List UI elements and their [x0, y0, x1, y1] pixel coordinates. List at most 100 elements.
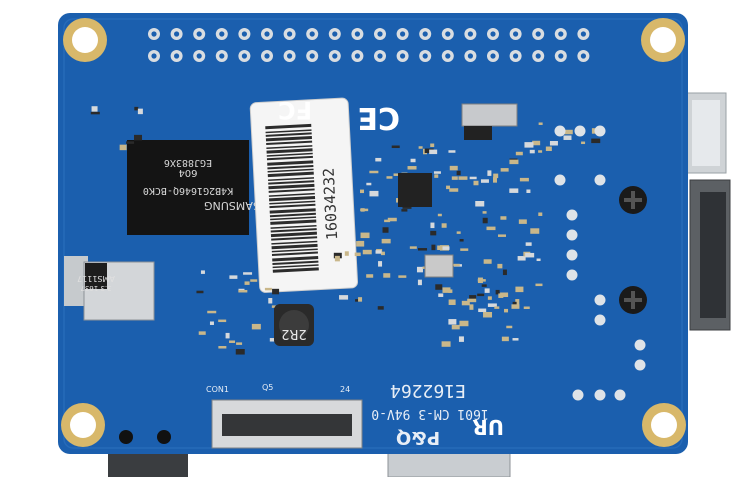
- smd-part: [441, 341, 451, 347]
- smd-part: [456, 170, 461, 176]
- smd-part: [381, 238, 391, 244]
- smd-part: [435, 284, 443, 290]
- smd-part: [375, 250, 382, 254]
- screw: [619, 186, 647, 214]
- smd-part: [272, 288, 280, 295]
- crystal: [461, 103, 518, 127]
- smd-part: [494, 306, 500, 309]
- pad: [594, 389, 606, 401]
- smd-part: [500, 216, 507, 220]
- smd-part: [473, 180, 479, 186]
- smd-part: [486, 226, 496, 231]
- smd-part: [438, 293, 444, 297]
- smd-part: [526, 189, 531, 193]
- svg-text:EGJ883X6: EGJ883X6: [164, 157, 212, 168]
- barcode: [265, 123, 319, 273]
- smd-part: [469, 304, 474, 310]
- smd-part: [525, 242, 532, 246]
- ce-mark: CE: [357, 100, 400, 135]
- voltage-regulator: AMS1117 3.3 1637: [64, 256, 155, 321]
- pad: [634, 339, 646, 351]
- smd-part: [434, 174, 439, 178]
- smd-part: [433, 171, 441, 174]
- smd-part: [525, 252, 535, 258]
- smd-part: [134, 106, 139, 111]
- pad: [566, 209, 578, 221]
- smd-part: [360, 232, 370, 239]
- smd-part: [229, 275, 238, 279]
- svg-text:3.3 1637: 3.3 1637: [80, 284, 111, 292]
- smd-part: [530, 228, 540, 234]
- smd-part: [383, 273, 391, 278]
- smd-part: [386, 176, 393, 179]
- smd-part: [119, 144, 127, 151]
- pad: [566, 249, 578, 261]
- smd-part: [515, 286, 524, 293]
- ethernet-pads: [554, 125, 646, 401]
- smd-part: [360, 189, 365, 194]
- smd-part: [477, 293, 485, 297]
- smd-part: [487, 296, 492, 300]
- smd-part: [391, 145, 400, 149]
- svg-text:SAMSUNG: SAMSUNG: [204, 199, 260, 212]
- smd-part: [442, 287, 451, 293]
- smd-part: [492, 177, 497, 183]
- smd-part: [591, 138, 601, 144]
- barcode-sticker: 16034232: [249, 97, 359, 293]
- smd-part: [416, 266, 423, 273]
- smd-part: [497, 234, 506, 237]
- smd-part: [375, 157, 382, 162]
- smd-part: [243, 272, 253, 275]
- smd-part: [384, 219, 391, 223]
- smd-part: [369, 190, 379, 197]
- smd-part: [538, 212, 543, 216]
- svg-text:K4B2G1646Q-BCK0: K4B2G1646Q-BCK0: [143, 185, 233, 196]
- svg-text:24: 24: [340, 385, 350, 394]
- smd-part: [469, 176, 477, 180]
- smd-part: [448, 150, 456, 153]
- smd-part: [437, 245, 442, 250]
- smd-part: [467, 298, 477, 303]
- ur-mark: UR: [472, 415, 504, 439]
- led: [119, 430, 133, 444]
- smd-part: [377, 306, 384, 310]
- smd-part: [449, 188, 459, 192]
- smd-part: [517, 256, 526, 261]
- smd-part: [410, 158, 416, 163]
- smd-part: [538, 122, 543, 125]
- dram-text-3: K4B2G1646Q-BCK0: [143, 185, 233, 196]
- smd-part: [487, 303, 497, 307]
- bottom-connector: [387, 451, 511, 478]
- smd-part: [469, 295, 477, 300]
- smd-part: [387, 217, 397, 222]
- smd-part: [378, 261, 383, 267]
- smd-part: [429, 149, 438, 155]
- board-rev: 1601 CM-3 94V-0: [371, 406, 488, 421]
- smd-part: [271, 305, 276, 308]
- barcode-number: 16034232: [320, 167, 342, 240]
- gpio-header: [148, 28, 590, 62]
- smd-part: [90, 111, 100, 115]
- chip: [398, 173, 432, 207]
- pad: [566, 229, 578, 241]
- smd-part: [218, 319, 227, 323]
- smd-part: [563, 135, 572, 140]
- smd-part: [442, 246, 450, 250]
- smd-part: [207, 310, 217, 314]
- svg-text:AMS1117: AMS1117: [77, 274, 115, 283]
- pad: [594, 125, 606, 137]
- smd-part: [417, 279, 422, 286]
- smd-part: [591, 128, 597, 134]
- smd-part: [354, 252, 361, 257]
- smd-part: [402, 206, 412, 209]
- pad: [634, 359, 646, 371]
- smd-part: [250, 279, 258, 282]
- smd-part: [459, 239, 464, 242]
- smd-part: [448, 319, 457, 325]
- svg-text:604: 604: [178, 167, 197, 178]
- pad: [614, 389, 626, 401]
- dram-chip: SAMSUNG 604 K4B2G1646Q-BCK0 EGJ883X6: [127, 140, 260, 235]
- smd-part: [264, 287, 272, 291]
- smd-part: [458, 336, 464, 342]
- svg-text:Q5: Q5: [262, 383, 273, 392]
